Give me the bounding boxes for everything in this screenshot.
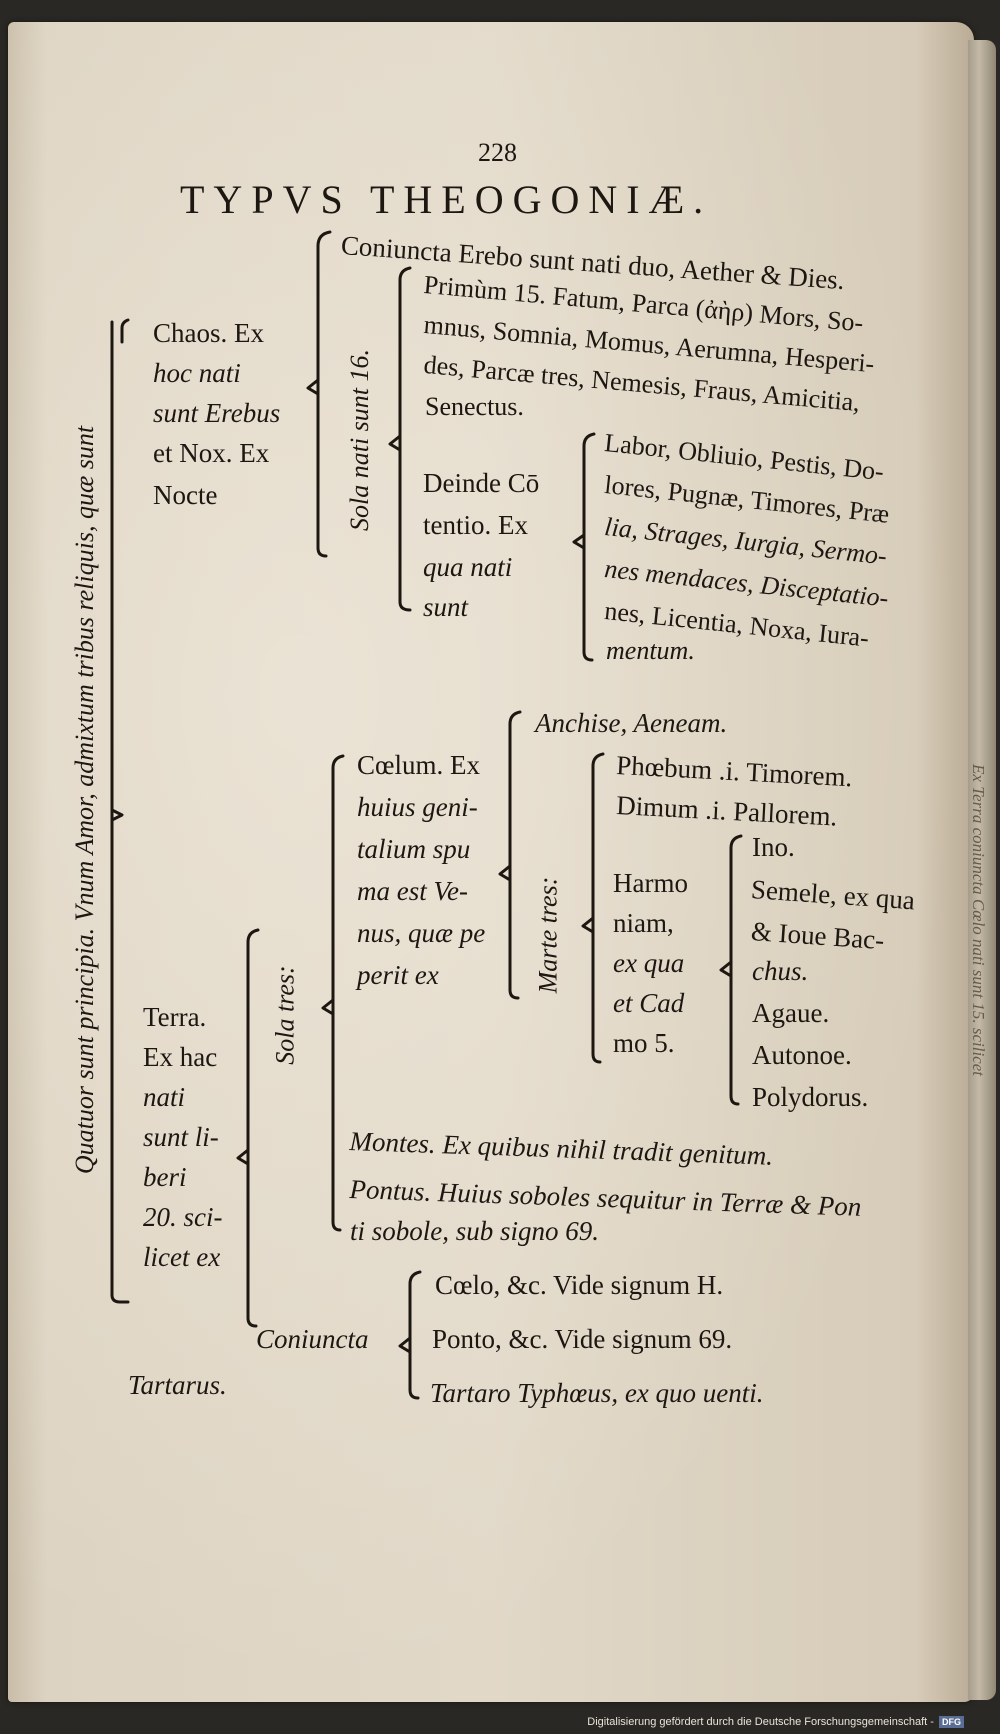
terra-l3: nati (143, 1082, 186, 1112)
terra-l1: Terra. (143, 1002, 207, 1032)
terra-l6: 20. sci- (143, 1202, 223, 1232)
harmo-l4: et Cad (613, 988, 685, 1018)
marte-tres-vertical: Marte tres: (528, 850, 568, 1020)
deinde-l3: qua nati (423, 552, 513, 582)
ponto-line: Ponto, &c. Vide signum 69. (432, 1324, 733, 1354)
chaos-l2: hoc nati (153, 358, 241, 388)
bracket-labor (572, 432, 596, 662)
bracket-primum-deinde (388, 266, 412, 612)
sola-nati-text: Sola nati sunt 16. (345, 348, 375, 532)
chaos-l3: sunt Erebus (153, 398, 281, 428)
deinde-l4: sunt (423, 592, 469, 622)
footer-text: Digitalisierung gefördert durch die Deut… (587, 1716, 934, 1728)
terra-l4: sunt li- (143, 1122, 219, 1152)
chaos-l4: et Nox. Ex (153, 438, 270, 468)
bracket-venus-children (498, 710, 522, 1000)
agaue-line: Agaue. (752, 998, 830, 1028)
chaos-l5: Nocte (153, 480, 218, 510)
autonoe-line: Autonoe. (752, 1040, 852, 1070)
tartaro-line: Tartaro Typhœus, ex quo uenti. (430, 1378, 764, 1408)
coelum-l4: ma est Ve- (357, 876, 468, 906)
bracket-coelum (321, 754, 345, 1232)
tartarus-label: Tartarus. (128, 1370, 227, 1400)
coelum-l6: perit ex (357, 960, 439, 990)
next-page-edge (968, 40, 996, 1700)
harmo-l2: niam, (613, 908, 674, 938)
harmo-l1: Harmo (613, 868, 688, 898)
deinde-l1: Deinde Cō (423, 468, 540, 498)
chaos-l1: Chaos. Ex (153, 318, 264, 348)
bracket-principia (110, 320, 130, 1304)
coelum-l1: Cœlum. Ex (357, 750, 481, 780)
principia-text: Quatuor sunt principia. Vnum Amor, admix… (70, 425, 100, 1175)
coelo-line: Cœlo, &c. Vide signum H. (435, 1270, 724, 1300)
bracket-marte (581, 752, 605, 1064)
harmo-l5: mo 5. (613, 1028, 675, 1058)
coelum-l2: huius geni- (357, 792, 478, 822)
marte-tres-text: Marte tres: (533, 876, 563, 994)
harmo-l3: ex qua (613, 948, 685, 978)
terra-l5: beri (143, 1162, 187, 1192)
coniuncta-label: Coniuncta (256, 1324, 369, 1354)
coelum-l3: talium spu (357, 834, 471, 864)
bracket-coniuncta (398, 1270, 422, 1400)
bracket-sola-tres (236, 928, 260, 1328)
bracket-sola-nati (306, 230, 332, 558)
book-page (8, 22, 974, 1702)
footer-credit: Digitalisierung gefördert durch die Deut… (587, 1716, 964, 1728)
anchise-line: Anchise, Aeneam. (535, 708, 728, 738)
sola-nati-vertical: Sola nati sunt 16. (340, 330, 380, 550)
semele-l3: chus. (752, 956, 809, 986)
labor-l6: mentum. (606, 636, 695, 665)
polydorus-line: Polydorus. (752, 1082, 869, 1112)
terra-l7: licet ex (143, 1242, 221, 1272)
coelum-l5: nus, quæ pe (357, 918, 486, 948)
ino-line: Ino. (752, 832, 795, 862)
pontus-l2: ti sobole, sub signo 69. (350, 1216, 600, 1246)
page-number: 228 (478, 138, 517, 167)
primum-l4: Senectus. (425, 392, 524, 421)
sola-tres-text: Sola tres: (271, 965, 301, 1065)
sola-tres-vertical: Sola tres: (266, 960, 306, 1070)
bracket-harmonia (719, 834, 743, 1106)
principia-vertical: Quatuor sunt principia. Vnum Amor, admix… (60, 360, 110, 1240)
deinde-l2: tentio. Ex (423, 510, 528, 540)
bracket-chaos-top (120, 318, 130, 344)
dfg-logo-icon: DFG (939, 1716, 964, 1728)
terra-l2: Ex hac (143, 1042, 218, 1072)
page-title: TYPVS THEOGONIÆ. (180, 177, 713, 222)
